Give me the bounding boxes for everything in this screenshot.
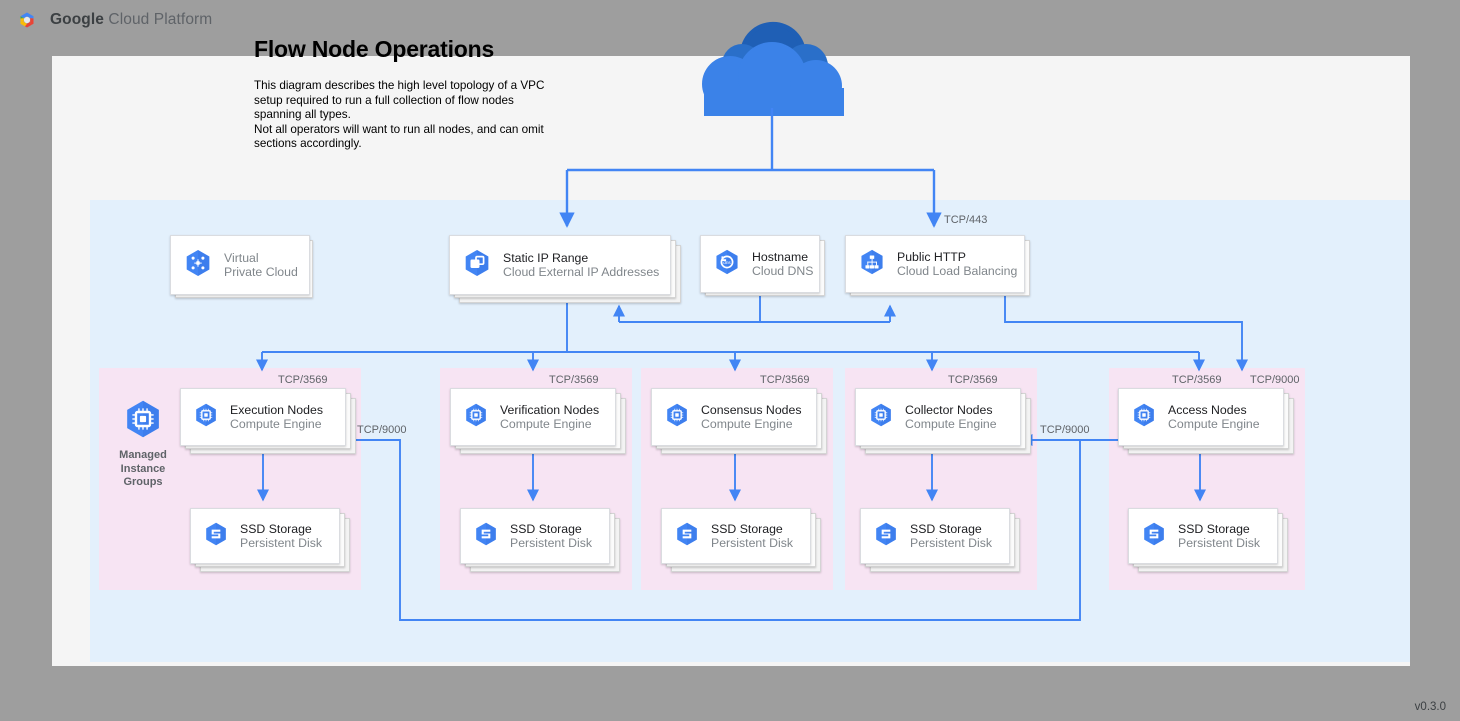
gcp-brand-text: Google Cloud Platform <box>50 11 212 29</box>
gcp-brand-bold: Google <box>50 11 104 28</box>
card-title: SSD Storage <box>510 521 582 536</box>
card-subtitle: Compute Engine <box>500 417 592 431</box>
card-subtitle: Cloud DNS <box>752 264 814 278</box>
virtual-private-cloud-icon <box>183 248 213 283</box>
port-label-verification: TCP/3569 <box>549 374 599 386</box>
version-label: v0.3.0 <box>1414 701 1446 713</box>
card-subtitle: Private Cloud <box>224 265 298 279</box>
card-public-http[interactable]: Public HTTP Cloud Load Balancing <box>845 235 1025 293</box>
card-subtitle: Persistent Disk <box>910 536 993 550</box>
card-title: SSD Storage <box>240 521 312 536</box>
port-label-consensus: TCP/3569 <box>760 374 810 386</box>
port-label-tcp443: TCP/443 <box>944 214 988 226</box>
compute-engine-icon <box>463 402 489 433</box>
gcp-header: Google Cloud Platform <box>0 0 1460 40</box>
card-ssd-storage-consensus[interactable]: SSD Storage Persistent Disk <box>661 508 811 564</box>
port-label-execution: TCP/3569 <box>278 374 328 386</box>
load-balancing-icon <box>858 248 886 281</box>
card-subtitle: Cloud Load Balancing <box>897 264 1018 278</box>
compute-engine-icon <box>868 402 894 433</box>
persistent-disk-icon <box>674 521 700 552</box>
google-cloud-platform-logo-icon <box>14 7 40 33</box>
card-title: Virtual <box>224 250 259 265</box>
compute-engine-icon <box>1131 402 1157 433</box>
diagram-description: This diagram describes the high level to… <box>254 79 545 151</box>
card-subtitle: Persistent Disk <box>240 536 323 550</box>
card-hostname[interactable]: dns Hostname Cloud DNS <box>700 235 820 293</box>
card-ssd-storage-execution[interactable]: SSD Storage Persistent Disk <box>190 508 340 564</box>
port-label-collector: TCP/3569 <box>948 374 998 386</box>
card-virtual-private-cloud[interactable]: Virtual Private Cloud <box>170 235 310 295</box>
card-title: SSD Storage <box>910 521 982 536</box>
external-ip-icon <box>462 248 492 283</box>
managed-instance-groups-label: Managed Instance Groups <box>119 449 167 488</box>
card-subtitle: Compute Engine <box>905 417 997 431</box>
card-collector-nodes[interactable]: Collector Nodes Compute Engine <box>855 388 1021 446</box>
persistent-disk-icon <box>203 521 229 552</box>
card-title: Verification Nodes <box>500 402 600 417</box>
card-execution-nodes[interactable]: Execution Nodes Compute Engine <box>180 388 346 446</box>
persistent-disk-icon <box>1141 521 1167 552</box>
card-title: Public HTTP <box>897 249 967 264</box>
port-label-access: TCP/3569 <box>1172 374 1222 386</box>
card-title: Access Nodes <box>1168 402 1247 417</box>
card-subtitle: Persistent Disk <box>711 536 794 550</box>
card-title: Execution Nodes <box>230 402 323 417</box>
card-title: SSD Storage <box>1178 521 1250 536</box>
port-label-tcp9000-execution: TCP/9000 <box>357 424 407 436</box>
card-subtitle: Cloud External IP Addresses <box>503 265 660 279</box>
svg-text:dns: dns <box>723 260 731 265</box>
compute-engine-icon <box>193 402 219 433</box>
gcp-brand-rest: Cloud Platform <box>104 11 213 28</box>
card-subtitle: Compute Engine <box>1168 417 1260 431</box>
persistent-disk-icon <box>473 521 499 552</box>
card-title: SSD Storage <box>711 521 783 536</box>
card-ssd-storage-access[interactable]: SSD Storage Persistent Disk <box>1128 508 1278 564</box>
cloud-icon <box>680 18 866 116</box>
card-subtitle: Persistent Disk <box>510 536 593 550</box>
card-subtitle: Compute Engine <box>230 417 322 431</box>
card-verification-nodes[interactable]: Verification Nodes Compute Engine <box>450 388 616 446</box>
page-title: Flow Node Operations <box>254 36 495 62</box>
compute-engine-icon <box>664 402 690 433</box>
card-subtitle: Persistent Disk <box>1178 536 1261 550</box>
card-title: Consensus Nodes <box>701 402 802 417</box>
card-static-ip-range[interactable]: Static IP Range Cloud External IP Addres… <box>449 235 671 295</box>
port-label-access-2: TCP/9000 <box>1250 374 1300 386</box>
card-title: Static IP Range <box>503 250 589 265</box>
card-access-nodes[interactable]: Access Nodes Compute Engine <box>1118 388 1284 446</box>
managed-instance-groups-icon <box>122 398 164 445</box>
card-ssd-storage-collector[interactable]: SSD Storage Persistent Disk <box>860 508 1010 564</box>
card-ssd-storage-verification[interactable]: SSD Storage Persistent Disk <box>460 508 610 564</box>
card-consensus-nodes[interactable]: Consensus Nodes Compute Engine <box>651 388 817 446</box>
card-title: Hostname <box>752 249 809 264</box>
card-subtitle: Compute Engine <box>701 417 793 431</box>
port-label-tcp9000-collector: TCP/9000 <box>1040 424 1090 436</box>
persistent-disk-icon <box>873 521 899 552</box>
card-title: Collector Nodes <box>905 402 993 417</box>
cloud-dns-icon: dns <box>713 248 741 281</box>
